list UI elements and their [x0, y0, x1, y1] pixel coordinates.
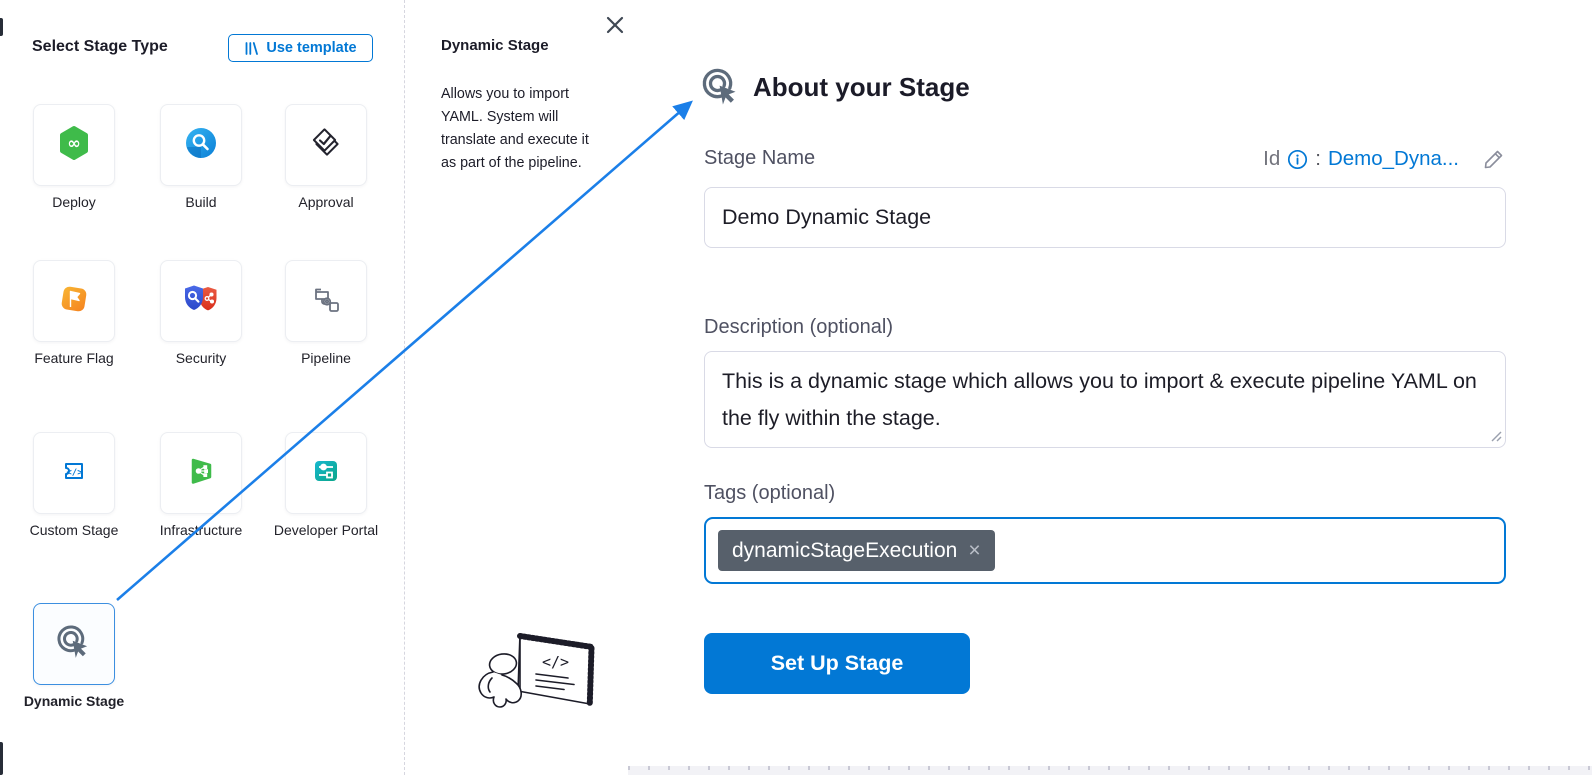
pipeline-canvas-edge	[628, 766, 1592, 775]
stage-label-custom-stage: Custom Stage	[29, 522, 119, 538]
svg-text:</>: </>	[542, 653, 569, 671]
svg-text:∞: ∞	[67, 133, 80, 152]
stage-label-developer-portal: Developer Portal	[273, 522, 379, 538]
edit-id-icon[interactable]	[1482, 148, 1505, 171]
id-value[interactable]: Demo_Dyna...	[1327, 147, 1459, 170]
build-icon	[182, 124, 220, 167]
description-textarea[interactable]: This is a dynamic stage which allows you…	[704, 351, 1506, 448]
stage-card-dynamic-stage[interactable]	[33, 603, 115, 685]
close-icon[interactable]	[604, 14, 626, 36]
description-label: Description (optional)	[704, 316, 893, 338]
info-icon[interactable]	[1287, 149, 1308, 170]
stage-card-approval[interactable]	[285, 104, 367, 186]
person-presenting-code-board-illustration: </>	[462, 612, 622, 737]
stage-name-input[interactable]	[704, 187, 1506, 248]
info-panel-description: Allows you to import YAML. System will t…	[441, 86, 589, 171]
stage-card-infrastructure[interactable]	[160, 432, 242, 514]
about-stage-title: About your Stage	[753, 71, 970, 102]
stage-card-build[interactable]	[160, 104, 242, 186]
textarea-resize-handle[interactable]	[1489, 429, 1503, 448]
info-panel-title: Dynamic Stage	[441, 37, 549, 54]
infrastructure-icon	[182, 452, 220, 495]
stage-name-label: Stage Name	[704, 147, 816, 169]
stage-label-deploy: Deploy	[52, 194, 96, 210]
deploy-icon: ∞	[54, 123, 94, 168]
dynamic-stage-icon	[700, 66, 742, 108]
use-template-button[interactable]: Use template	[228, 34, 373, 62]
stage-label-feature-flag: Feature Flag	[34, 350, 114, 366]
stage-label-build: Build	[185, 194, 217, 210]
remove-tag-icon[interactable]: ×	[968, 539, 981, 562]
stage-card-custom-stage[interactable]: </>	[33, 432, 115, 514]
dynamic-stage-icon	[55, 623, 93, 666]
feature-flag-icon	[55, 280, 93, 323]
pipeline-icon	[306, 279, 346, 324]
stage-card-developer-portal[interactable]	[285, 432, 367, 514]
approval-icon	[306, 123, 346, 168]
use-template-label: Use template	[266, 40, 357, 56]
stage-card-deploy[interactable]: ∞	[33, 104, 115, 186]
panel-divider	[404, 0, 405, 775]
id-label: Id	[1263, 147, 1281, 170]
stage-card-feature-flag[interactable]	[33, 260, 115, 342]
page-title: Select Stage Type	[32, 38, 168, 55]
tags-label: Tags (optional)	[704, 482, 836, 504]
svg-text:</>: </>	[66, 467, 83, 477]
template-library-icon	[244, 41, 259, 56]
stage-label-security: Security	[175, 350, 227, 366]
id-separator: :	[1315, 147, 1321, 170]
stage-label-infrastructure: Infrastructure	[159, 522, 243, 538]
left-edge-fragment-top	[0, 18, 3, 36]
tag-chip-label: dynamicStageExecution	[732, 538, 958, 562]
stage-card-pipeline[interactable]	[285, 260, 367, 342]
stage-label-dynamic-stage: Dynamic Stage	[23, 693, 125, 709]
security-icon	[180, 280, 222, 323]
stage-label-approval: Approval	[298, 194, 354, 210]
tag-chip: dynamicStageExecution ×	[718, 530, 995, 571]
custom-stage-icon: </>	[54, 451, 94, 496]
left-edge-fragment-bottom	[0, 742, 3, 775]
about-stage-heading: About your Stage	[700, 66, 970, 108]
stage-card-security[interactable]	[160, 260, 242, 342]
tags-input[interactable]: dynamicStageExecution ×	[704, 517, 1506, 584]
set-up-stage-button[interactable]: Set Up Stage	[704, 633, 970, 694]
stage-id-row: Id : Demo_Dyna...	[1263, 147, 1505, 171]
stage-label-pipeline: Pipeline	[301, 350, 351, 366]
developer-portal-icon	[307, 452, 345, 495]
